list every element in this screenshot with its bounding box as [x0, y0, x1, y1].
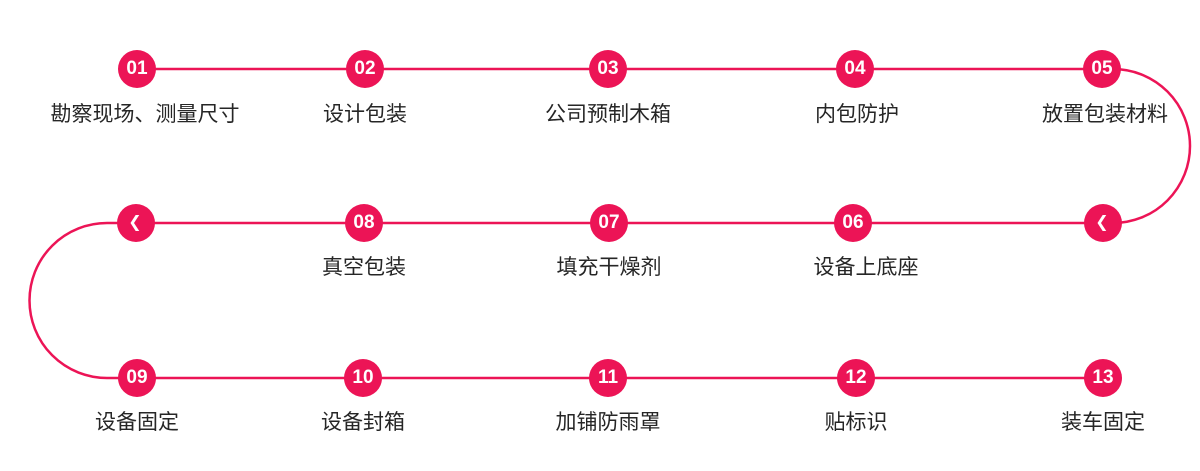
step-circle-04: 04 — [836, 50, 874, 88]
step-circle-10: 10 — [344, 359, 382, 397]
step-number: 03 — [597, 58, 619, 79]
step-label-02: 设计包装 — [323, 103, 407, 126]
step-label-05: 放置包装材料 — [1042, 103, 1168, 126]
step-number: 09 — [126, 367, 148, 388]
chevron-left-icon: ❮ — [128, 214, 142, 231]
step-number: 10 — [352, 367, 374, 388]
step-number: 01 — [126, 58, 148, 79]
step-number: 05 — [1091, 58, 1113, 79]
step-circle-13: 13 — [1084, 359, 1122, 397]
step-circle-01: 01 — [118, 50, 156, 88]
step-number: 04 — [844, 58, 866, 79]
step-label-06: 设备上底座 — [813, 256, 919, 279]
step-number: 07 — [598, 212, 620, 233]
step-circle-03: 03 — [589, 50, 627, 88]
step-label-07: 填充干燥剂 — [556, 256, 662, 279]
step-number: 13 — [1092, 367, 1114, 388]
flow-direction-chevron-left-side: ❮ — [117, 204, 155, 242]
step-label-10: 设备封箱 — [321, 411, 405, 434]
step-circle-08: 08 — [345, 204, 383, 242]
step-circle-07: 07 — [590, 204, 628, 242]
chevron-left-icon: ❮ — [1095, 214, 1109, 231]
step-label-13: 装车固定 — [1061, 411, 1145, 434]
flow-direction-chevron-right-side: ❮ — [1084, 204, 1122, 242]
step-label-01: 勘察现场、测量尺寸 — [50, 103, 240, 126]
step-number: 08 — [353, 212, 375, 233]
step-circle-05: 05 — [1083, 50, 1121, 88]
step-number: 06 — [842, 212, 864, 233]
step-number: 11 — [597, 367, 619, 388]
step-label-11: 加铺防雨罩 — [555, 411, 661, 434]
step-circle-11: 11 — [589, 359, 627, 397]
step-label-12: 贴标识 — [824, 411, 888, 434]
step-number: 02 — [354, 58, 376, 79]
step-label-04: 内包防护 — [815, 103, 899, 126]
step-number: 12 — [845, 367, 867, 388]
step-label-08: 真空包装 — [322, 256, 406, 279]
step-circle-12: 12 — [837, 359, 875, 397]
step-circle-02: 02 — [346, 50, 384, 88]
step-circle-06: 06 — [834, 204, 872, 242]
step-label-03: 公司预制木箱 — [545, 103, 671, 126]
step-label-09: 设备固定 — [95, 411, 179, 434]
step-circle-09: 09 — [118, 359, 156, 397]
